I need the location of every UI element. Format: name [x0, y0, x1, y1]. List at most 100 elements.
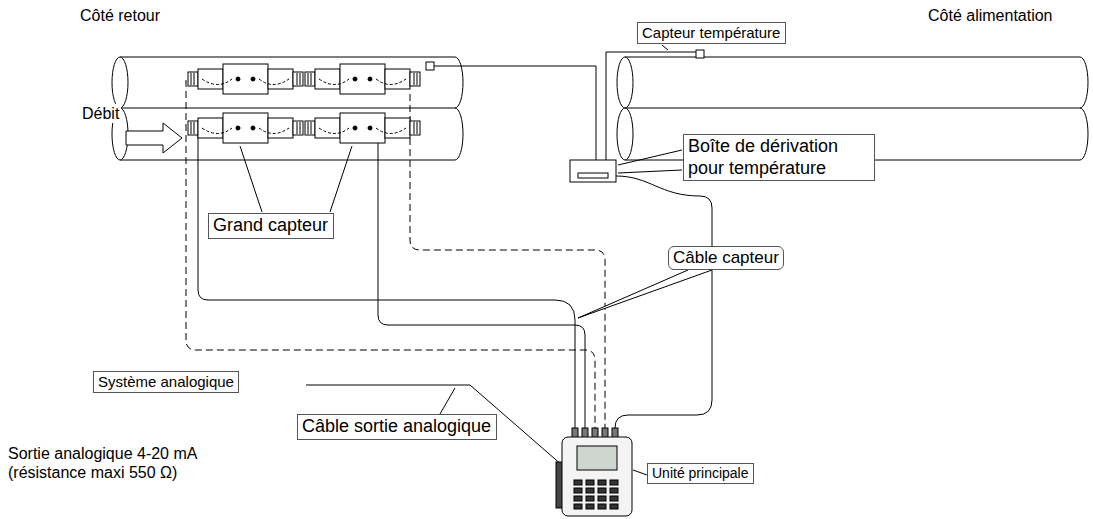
- clamp-screw: [236, 126, 240, 130]
- leader-line: [618, 170, 682, 173]
- key: [586, 496, 594, 501]
- signal-path: [376, 128, 406, 134]
- key: [574, 496, 582, 501]
- transducer-body: [268, 118, 293, 138]
- label-text: Câble capteur: [673, 248, 779, 268]
- label-box: Capteur température: [637, 22, 786, 44]
- transducer-body: [268, 69, 293, 89]
- transducer-body: [385, 69, 410, 89]
- side-label: Côté retour: [80, 6, 160, 25]
- transducer: [305, 64, 420, 94]
- transducer-body: [385, 118, 410, 138]
- speech-bubble: Câble capteur: [668, 246, 784, 270]
- key: [610, 480, 618, 485]
- cap-ridge: [191, 73, 192, 85]
- signal-path: [259, 128, 289, 134]
- leader-line: [633, 470, 647, 475]
- side-label: Côté alimentation: [928, 6, 1053, 25]
- cap-ridge: [297, 73, 298, 85]
- cap-ridge: [417, 122, 418, 134]
- transducer: [305, 113, 420, 143]
- cap-ridge: [311, 73, 312, 85]
- sensor-cable-dashed: [410, 94, 605, 428]
- cap-ridge: [194, 73, 195, 85]
- label-text: Unité principale: [652, 465, 749, 482]
- clamp-screw: [251, 77, 255, 81]
- clamp-screw: [236, 77, 240, 81]
- key: [610, 504, 618, 509]
- leader-line: [618, 150, 682, 165]
- transducer: [188, 113, 303, 143]
- transducer-cap: [188, 121, 198, 135]
- bubble-tail: [578, 270, 712, 318]
- transducer-cap: [410, 72, 420, 86]
- label-box: Grand capteur: [208, 213, 334, 239]
- clamp-screw: [368, 126, 372, 130]
- signal-path: [202, 79, 232, 85]
- label-text: Capteur température: [642, 24, 781, 42]
- clamp-screw: [251, 126, 255, 130]
- transducer-cap: [305, 72, 315, 86]
- pipe-end: [617, 57, 633, 108]
- pipe-end: [1080, 57, 1088, 108]
- clamp-block: [340, 64, 385, 94]
- key: [586, 488, 594, 493]
- junction-box: [570, 160, 616, 182]
- pipe-line: [120, 57, 455, 58]
- transducer-cap: [305, 121, 315, 135]
- label-box: Câble sortie analogique: [297, 414, 497, 440]
- cap-ridge: [300, 122, 301, 134]
- key: [586, 504, 594, 509]
- flow-label: Débit: [80, 104, 121, 123]
- transducer-cap: [410, 121, 420, 135]
- unit-screen: [577, 446, 617, 470]
- transducer-cap: [293, 72, 303, 86]
- unit-body: [562, 437, 632, 516]
- key: [598, 488, 606, 493]
- clamp-screw: [353, 77, 357, 81]
- cap-ridge: [191, 122, 192, 134]
- leader-line: [662, 45, 668, 50]
- pipe-end: [1080, 108, 1088, 160]
- key: [574, 488, 582, 493]
- temperature-wire: [432, 66, 596, 162]
- junction-box-slot: [578, 173, 608, 178]
- leader-line: [330, 146, 352, 212]
- transducer-body: [198, 118, 223, 138]
- sensor-cable: [198, 128, 575, 428]
- clamp-block: [340, 113, 385, 143]
- pipe-end: [455, 108, 463, 160]
- pipe-end: [617, 108, 633, 160]
- cap-ridge: [308, 122, 309, 134]
- cap-ridge: [414, 73, 415, 85]
- label-text: Grand capteur: [213, 215, 329, 237]
- leader-line: [440, 388, 455, 414]
- transducer: [188, 64, 303, 94]
- cap-ridge: [311, 122, 312, 134]
- pipe-end: [112, 57, 128, 108]
- label-text: Système analogique: [98, 373, 234, 391]
- label-box: Unité principale: [647, 463, 754, 484]
- key: [574, 504, 582, 509]
- cap-ridge: [414, 122, 415, 134]
- key: [586, 480, 594, 485]
- pipe-line: [625, 57, 1080, 58]
- cap-ridge: [308, 73, 309, 85]
- key: [598, 480, 606, 485]
- sensor-cable-dashed: [186, 80, 595, 428]
- signal-path: [319, 128, 349, 134]
- temperature-cable: [615, 176, 712, 428]
- transducer-body: [198, 69, 223, 89]
- temperature-sensor: [426, 62, 434, 70]
- cap-ridge: [194, 122, 195, 134]
- label-text: Câble sortie analogique: [302, 416, 492, 438]
- leader-line: [240, 146, 262, 212]
- pipe-line: [120, 108, 455, 109]
- signal-path: [319, 79, 349, 85]
- clamp-block: [223, 113, 268, 143]
- transducer-cap: [293, 121, 303, 135]
- cap-ridge: [300, 73, 301, 85]
- label-text: Boîte de dérivation pour température: [688, 136, 870, 179]
